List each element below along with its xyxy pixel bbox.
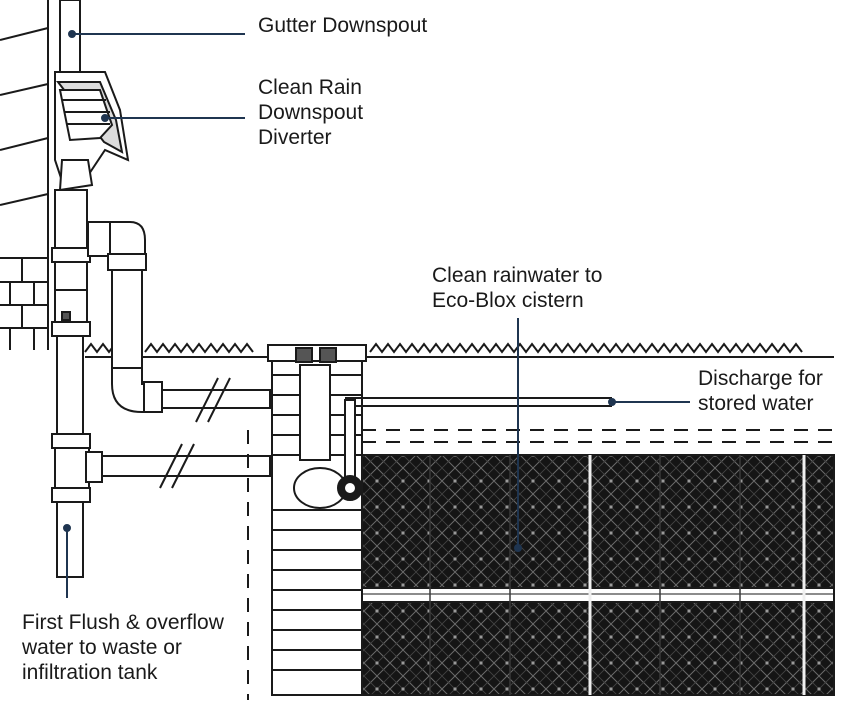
downspout-diverter (54, 71, 130, 192)
label-line: Gutter Downspout (258, 14, 428, 37)
overflow-pipe (85, 451, 271, 483)
filter-chamber (267, 344, 367, 696)
label-line: First Flush & overflow (22, 611, 224, 634)
label-line: Diverter (258, 126, 332, 149)
label-line: Clean rainwater to (432, 264, 603, 287)
discharge-pipe (345, 397, 612, 407)
label-line: water to waste or (22, 636, 182, 659)
ground-line (84, 342, 834, 358)
leader-lines (63, 30, 690, 598)
label-gutter-downspout: Gutter Downspout (258, 13, 427, 38)
clean-water-pipe (87, 221, 271, 413)
pipe-break-marks (159, 377, 231, 489)
label-line: Eco-Blox cistern (432, 289, 584, 312)
label-diverter: Clean Rain Downspout Diverter (258, 75, 363, 150)
label-discharge: Discharge for stored water (698, 366, 823, 416)
house-wall (0, 0, 49, 350)
label-clean-rainwater: Clean rainwater to Eco-Blox cistern (432, 263, 602, 313)
label-line: stored water (698, 392, 814, 415)
label-line: Clean Rain (258, 76, 362, 99)
label-line: Discharge for (698, 367, 823, 390)
gutter-downspout-pipe (59, 0, 81, 77)
label-line: infiltration tank (22, 661, 158, 684)
label-line: Downspout (258, 101, 364, 124)
excavation-dashes (247, 429, 834, 700)
label-first-flush: First Flush & overflow water to waste or… (22, 610, 224, 685)
main-downspout (51, 189, 91, 578)
eco-blox-cistern (361, 454, 835, 696)
